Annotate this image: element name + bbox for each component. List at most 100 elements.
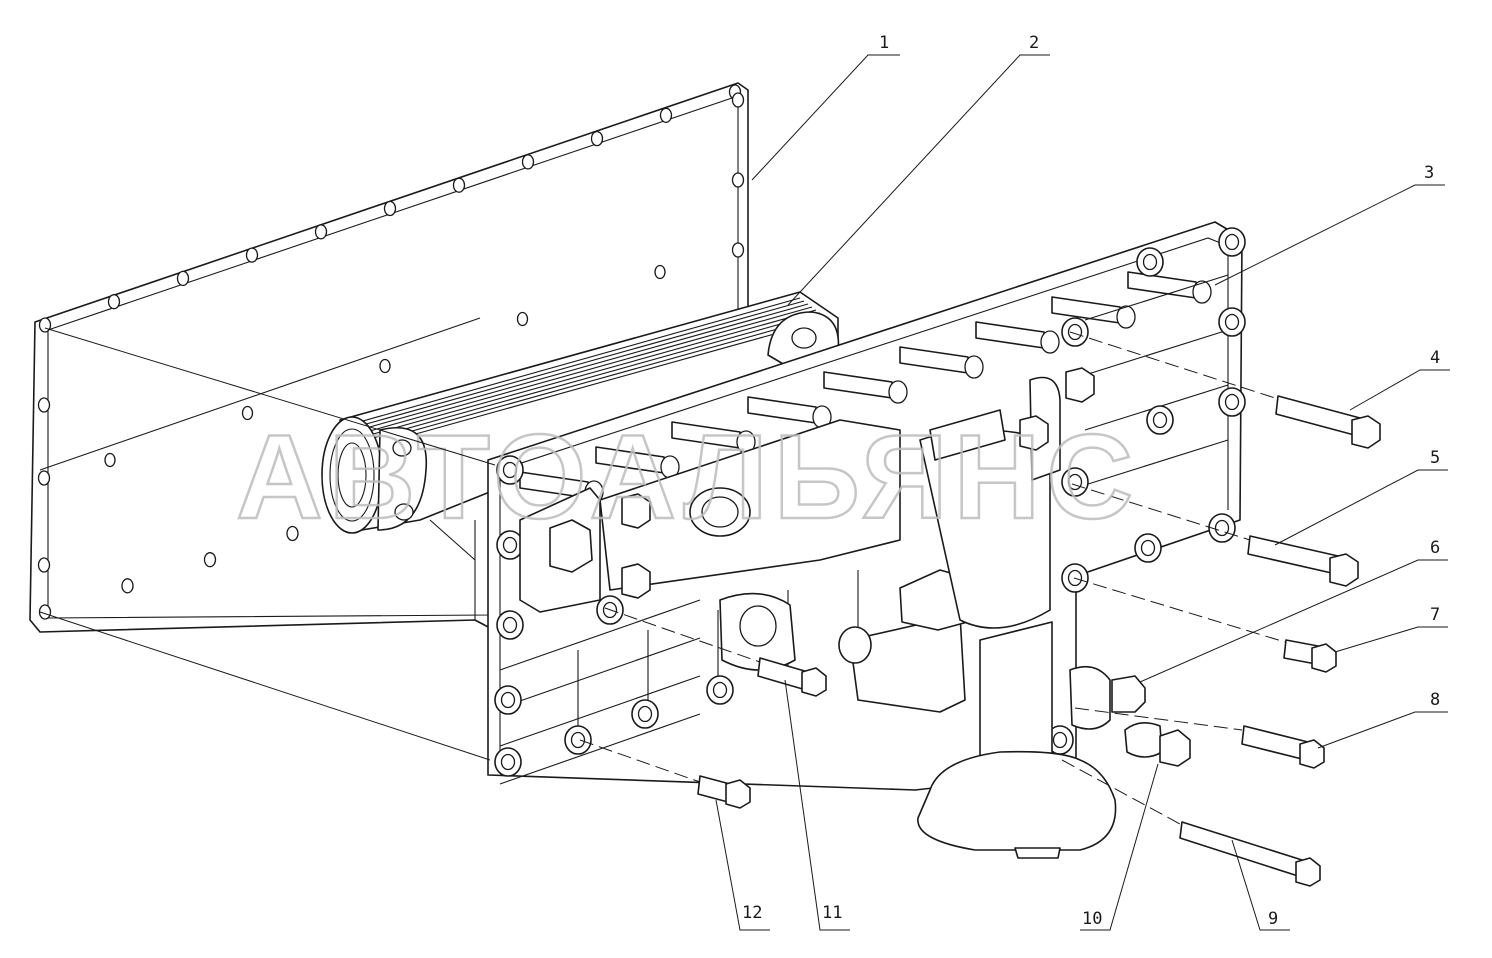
housing-bolt-hole (502, 536, 518, 554)
housing-rib (1084, 439, 1229, 486)
housing-bolt-hole (637, 705, 653, 723)
gasket-hole (379, 358, 391, 374)
leader-3 (1214, 184, 1445, 286)
callout-3: 3 (1424, 163, 1434, 183)
housing-boss-hole (964, 355, 984, 379)
callout-4: 4 (1430, 348, 1440, 368)
housing-bolt-hole (1224, 313, 1240, 331)
bolt-12 (697, 775, 751, 809)
housing-bolt-hole (502, 461, 518, 479)
plug-10 (1124, 722, 1191, 767)
callout-1: 1 (879, 33, 889, 53)
leader-9 (1231, 839, 1290, 931)
housing-bolt-hole (1152, 411, 1168, 429)
cooler-fin (358, 306, 813, 435)
leader-7 (1334, 626, 1448, 653)
housing-bolt-hole (712, 681, 728, 699)
housing-bolt-hole (1142, 253, 1158, 271)
callout-7: 7 (1430, 605, 1440, 625)
gasket-hole (731, 92, 745, 108)
assembly-axis-lines (579, 331, 1286, 825)
callout-numbers: 1 2 3 4 5 6 7 8 9 10 11 12 (742, 33, 1440, 929)
gasket-hole (38, 317, 52, 333)
gasket-hole (38, 604, 52, 620)
bolt-8 (1241, 725, 1325, 769)
leader-lines (39, 54, 1450, 931)
gasket-hole (314, 224, 328, 240)
housing-rib (499, 599, 701, 671)
leader-5 (1274, 469, 1448, 546)
housing-boss-hole (1040, 330, 1060, 354)
housing-boss-hole (888, 380, 908, 404)
gasket-hole (37, 397, 51, 413)
gasket-hole (37, 470, 51, 486)
leader-10 (1080, 763, 1159, 931)
callout-9: 9 (1268, 909, 1278, 929)
gasket-hole (452, 177, 466, 193)
cooler-fin (344, 300, 805, 431)
housing-rib (499, 675, 701, 747)
watermark-text: АВТОАЛЬЯНС (236, 410, 1139, 544)
callout-5: 5 (1430, 448, 1440, 468)
housing-rib (1084, 274, 1229, 321)
leader-1 (751, 54, 900, 181)
housing-bolt-hole (1214, 519, 1230, 537)
housing-rib (1084, 329, 1229, 376)
callout-8: 8 (1430, 690, 1440, 710)
gasket-hole (654, 264, 666, 280)
callout-2: 2 (1029, 33, 1039, 53)
gasket-hole (731, 242, 745, 258)
gasket-hole (590, 130, 604, 147)
housing-bolt-hole (500, 753, 516, 771)
housing-bolt-hole (1224, 233, 1240, 251)
housing-bolt-hole (1052, 731, 1068, 749)
bolt-5 (1247, 535, 1359, 587)
gasket-hole (245, 247, 259, 263)
housing-bolt-hole (1140, 539, 1156, 557)
gasket-hole (203, 552, 217, 568)
housing-rib (499, 637, 701, 709)
cooler-fin (351, 303, 809, 433)
callout-6: 6 (1430, 538, 1440, 558)
gasket-hole (516, 311, 529, 327)
leader-12 (715, 799, 770, 931)
housing-rib (499, 713, 701, 785)
gasket-hole (521, 154, 535, 170)
cooler-fin (386, 318, 829, 443)
gasket-hole (383, 200, 397, 217)
leader-1b (44, 327, 496, 466)
gasket-hole (121, 578, 134, 594)
housing-boss-hole (1116, 305, 1136, 329)
gasket-hole (659, 107, 673, 123)
gasket-hole (37, 557, 51, 573)
cooler-fin (337, 297, 801, 429)
callout-10: 10 (1082, 909, 1102, 929)
bolt-11 (757, 657, 827, 697)
leader-8 (1317, 711, 1448, 749)
housing-boss-hole (1192, 280, 1212, 304)
housing-bolt-hole (500, 691, 516, 709)
bolt-7 (1283, 639, 1337, 673)
housing-bolt-hole (1224, 393, 1240, 411)
callout-12: 12 (742, 903, 762, 923)
leader-2 (787, 54, 1050, 306)
callout-11: 11 (822, 903, 842, 923)
gasket-hole (176, 270, 190, 287)
housing-bolt-hole (502, 616, 518, 634)
gasket-hole (286, 525, 299, 542)
gasket-hole (107, 294, 121, 310)
gasket-hole (241, 405, 254, 421)
leader-6 (1139, 559, 1448, 683)
leader-4 (1349, 369, 1450, 411)
cooler-fin (379, 315, 825, 441)
leader-11 (784, 679, 850, 931)
cooler-fin (365, 309, 817, 437)
gasket-hole (731, 172, 745, 188)
bolt-9 (1179, 821, 1321, 887)
housing-bolt-hole (570, 731, 586, 749)
housing-bolt-hole (1067, 323, 1083, 341)
bolt-4 (1275, 395, 1381, 449)
leader-1c (39, 611, 491, 761)
gasket-hole (104, 452, 116, 468)
